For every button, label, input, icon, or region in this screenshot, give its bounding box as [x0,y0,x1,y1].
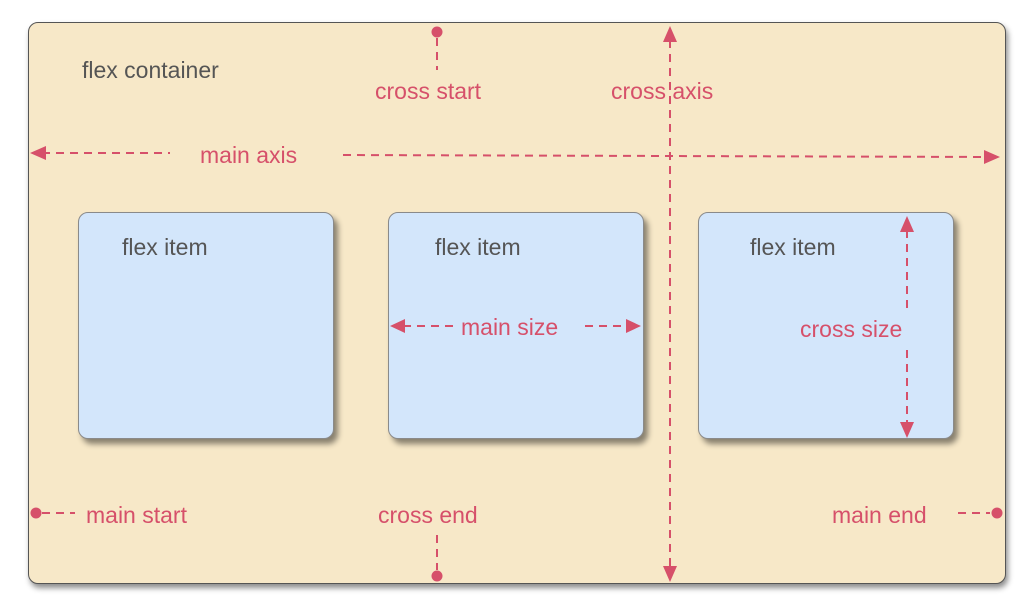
cross-end-label: cross end [378,502,478,528]
cross-axis-label: cross axis [611,78,714,104]
flex-item-3-label: flex item [750,234,836,260]
cross-end-dot [431,570,443,582]
flex-item-1-label: flex item [122,234,208,260]
main-axis-arrow-left [30,146,46,160]
main-axis-label: main axis [200,142,298,168]
main-axis-arrow-right [984,150,1000,164]
flex-item-1 [78,212,334,439]
main-end-label: main end [832,502,927,528]
main-start-dot [30,507,42,519]
main-start-label: main start [86,502,187,528]
main-size-arrow-right [626,319,641,333]
cross-start-dot [431,26,443,38]
cross-axis-arrow-top [663,26,677,42]
cross-size-label: cross size [800,316,903,342]
main-end-dot [991,507,1003,519]
flex-item-2-label: flex item [435,234,521,260]
flex-container-label: flex container [82,57,219,83]
main-size-arrow-left [390,319,405,333]
cross-size-arrow-top [900,216,914,232]
main-size-label: main size [461,314,559,340]
flex-item-3 [698,212,954,439]
cross-axis-arrow-bottom [663,566,677,582]
main-axis-line-right [342,154,989,158]
cross-start-label: cross start [375,78,482,104]
cross-size-arrow-bottom [900,422,914,438]
